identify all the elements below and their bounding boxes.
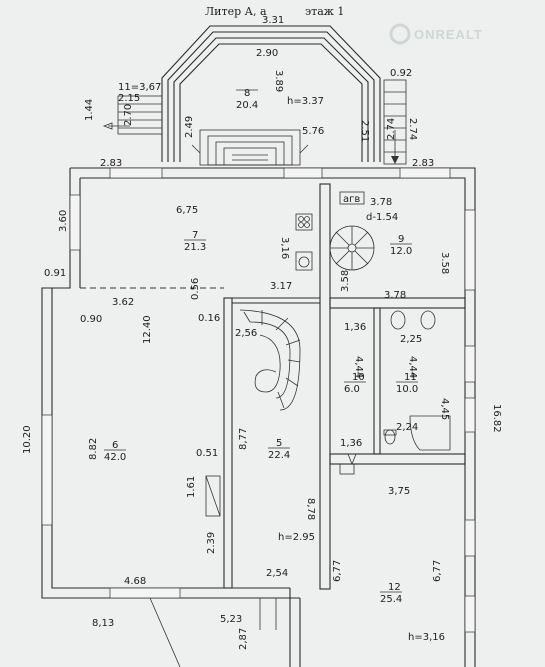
room-labels: 820.4 h=3.37 721.3 912.0 d-1.54 642.0 522.4 h=2…	[104, 88, 445, 643]
dimension-label: 2,56	[235, 328, 257, 339]
watermark-logo: ONREALT	[389, 23, 483, 45]
dimension-label: 8,78	[305, 498, 316, 520]
floor-label: этаж 1	[305, 5, 344, 18]
dimension-label: 0.90	[80, 314, 102, 325]
room-12-height: h=3,16	[408, 632, 445, 643]
dimension-label: 1.61	[186, 476, 197, 498]
dimension-label: 0.56	[190, 278, 201, 300]
kitchen-fixtures	[295, 213, 313, 271]
stair-tag: 11=3,67	[118, 82, 161, 93]
room-5-area: 22.4	[268, 450, 290, 461]
room-11-number: 11	[404, 372, 417, 383]
room-8-number: 8	[244, 88, 250, 99]
room-11-area: 10.0	[396, 384, 418, 395]
dimension-label: 3.31	[262, 15, 284, 26]
bay-room-8-walls	[161, 25, 381, 162]
dimension-label: 3,16	[279, 237, 290, 259]
bathroom-fixtures	[205, 310, 451, 517]
dimension-label: 3.58	[340, 270, 351, 292]
room-6-area: 42.0	[104, 452, 126, 463]
room-5-number: 5	[276, 438, 282, 449]
porch-steps	[191, 129, 309, 166]
dimension-label: 3.62	[112, 297, 134, 308]
room-7-number: 7	[192, 230, 198, 241]
dimension-label: 2.74	[386, 118, 397, 140]
dimension-label: 2.83	[100, 158, 122, 169]
dimension-label: 3.17	[270, 281, 292, 292]
room-9-area: 12.0	[390, 246, 412, 257]
right-exterior-stair	[383, 79, 407, 165]
room-7-area: 21.3	[184, 242, 206, 253]
dimension-label: 0.92	[390, 68, 412, 79]
dimension-label: 2.51	[359, 120, 370, 142]
dimension-label: 8,13	[92, 618, 114, 629]
dimension-label: 0.51	[196, 448, 218, 459]
dimension-label: 3,75	[388, 486, 410, 497]
dimension-label: 16.82	[491, 404, 502, 433]
dimension-label: 4.68	[124, 576, 146, 587]
dimension-label: 2,87	[238, 628, 249, 650]
interior-walls	[80, 183, 466, 590]
agv-tag: агв	[343, 194, 360, 205]
dimension-label: 2,24	[396, 422, 418, 433]
room-6-number: 6	[112, 440, 118, 451]
room-10-number: 10	[352, 372, 365, 383]
dimension-label: 1.44	[84, 99, 95, 121]
dimension-label: 3.60	[58, 210, 69, 232]
watermark-text: ONREALT	[414, 27, 483, 42]
room-12-area: 25.4	[380, 594, 402, 605]
room-8-area: 20.4	[236, 100, 258, 111]
room-5-height: h=2.95	[278, 532, 315, 543]
dimension-label: 2.90	[256, 48, 278, 59]
dimension-label: 10.20	[22, 425, 33, 454]
room-9-note: d-1.54	[366, 212, 398, 223]
dimension-label: 2,25	[400, 334, 422, 345]
dimension-label: 8.82	[88, 438, 99, 460]
dimension-label: 0.91	[44, 268, 66, 279]
dimension-label: 2.15	[118, 93, 140, 104]
dimension-label: 6,77	[432, 560, 443, 582]
dimension-label: 2.83	[412, 158, 434, 169]
dimension-label: 1,36	[340, 438, 362, 449]
dimension-label: 3.89	[273, 70, 284, 92]
room-8-height: h=3.37	[287, 96, 324, 107]
dimension-label: 5.76	[302, 126, 324, 137]
dimension-label: 2.74	[407, 118, 418, 140]
dimension-label: 4,44	[407, 356, 418, 378]
entrance-marks	[149, 453, 357, 667]
stair-room-5	[239, 309, 301, 411]
dimension-label: 3.58	[439, 252, 450, 274]
dimension-labels: 3.31 2.90 3.89 0.92 2.15 1.44 2.70 2.49 5.76 2.51…	[22, 15, 502, 650]
dimension-label: 0.16	[198, 313, 220, 324]
dimension-label: 3.78	[370, 197, 392, 208]
dimension-label: 6,77	[332, 560, 343, 582]
dimension-label: 4,44	[353, 356, 364, 378]
dimension-label: 2,54	[266, 568, 288, 579]
liter-label: Литер А, а	[205, 5, 267, 18]
dimension-label: 12.40	[142, 315, 153, 344]
dimension-label: 2.49	[184, 116, 195, 138]
room-10-area: 6.0	[344, 384, 360, 395]
dimension-label: 2.70	[123, 104, 134, 126]
left-exterior-stair: 11=3,67	[102, 82, 163, 135]
room-12-number: 12	[388, 582, 401, 593]
dimension-label: 5,23	[220, 614, 242, 625]
dimension-label: 6,75	[176, 205, 198, 216]
spiral-stair	[329, 225, 375, 271]
dimension-label: 3.78	[384, 290, 406, 301]
dimension-label: 8,77	[238, 428, 249, 450]
dimension-label: 1,36	[344, 322, 366, 333]
dimension-label: 2.39	[206, 532, 217, 554]
windows	[41, 167, 476, 633]
room-9-number: 9	[398, 234, 404, 245]
dimension-label: 4,45	[439, 398, 450, 420]
